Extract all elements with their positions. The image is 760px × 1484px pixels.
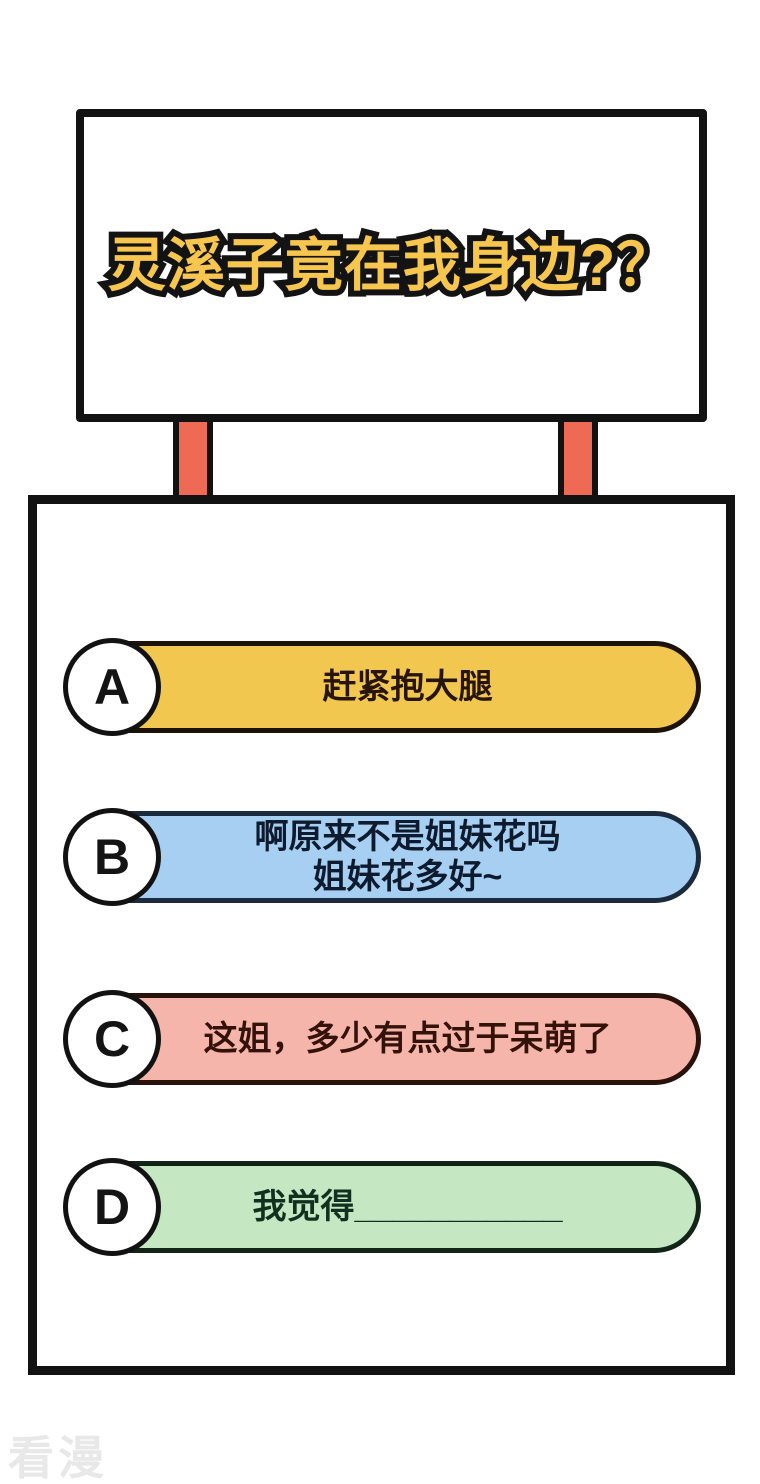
option-a-letter: A	[93, 659, 131, 715]
option-c-badge: C	[63, 990, 161, 1088]
option-d-badge: D	[63, 1158, 161, 1256]
option-a-pill[interactable]	[66, 641, 701, 733]
option-b-label: 啊原来不是姐妹花吗 姐妹花多好~	[254, 817, 561, 896]
option-c[interactable]: 这姐，多少有点过于呆萌了 C	[63, 990, 701, 1088]
option-a-label: 赶紧抱大腿	[322, 667, 493, 706]
option-a[interactable]: 赶紧抱大腿 A	[63, 638, 701, 736]
signpost-left-post	[173, 416, 213, 502]
option-b-badge: B	[63, 808, 161, 906]
option-c-letter: C	[93, 1011, 131, 1067]
question-title-text: 灵溪子竟在我身边?？	[107, 232, 676, 298]
question-title: 灵溪子竟在我身边?？ 灵溪子竟在我身边?？	[102, 230, 680, 300]
option-d-letter: D	[93, 1179, 131, 1235]
option-d-label: 我觉得___________	[252, 1187, 563, 1226]
signpost-right-post	[558, 416, 598, 502]
option-d[interactable]: 我觉得___________ D	[63, 1158, 701, 1256]
question-title-outline: 灵溪子竟在我身边?？	[102, 230, 680, 300]
option-c-label: 这姐，多少有点过于呆萌了	[203, 1019, 612, 1058]
options-panel: 赶紧抱大腿 A 啊原来不是姐妹花吗 姐妹花多好~ B 这姐，多少有点过于呆萌了 …	[28, 495, 735, 1375]
watermark: 看漫	[8, 1432, 108, 1484]
option-b[interactable]: 啊原来不是姐妹花吗 姐妹花多好~ B	[63, 808, 701, 906]
option-b-letter: B	[93, 829, 131, 885]
title-board: 灵溪子竟在我身边?？ 灵溪子竟在我身边?？	[76, 109, 707, 422]
option-a-badge: A	[63, 638, 161, 736]
option-b-pill[interactable]	[66, 811, 701, 903]
option-c-pill[interactable]	[66, 993, 701, 1085]
